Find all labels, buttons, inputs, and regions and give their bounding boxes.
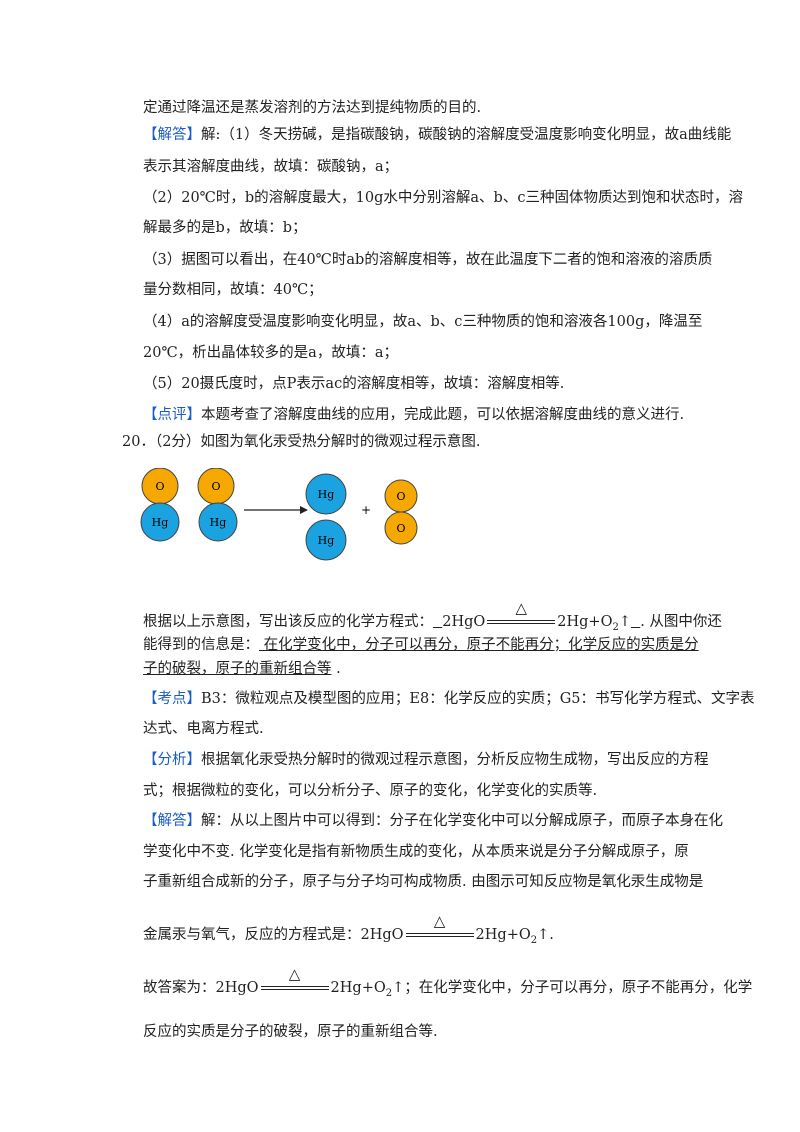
- oxygen-label: O: [396, 490, 405, 503]
- analysis-line: 【分析】根据氧化汞受热分解时的微观过程示意图，分析反应物生成物，写出反应的方程: [143, 750, 709, 770]
- question-20: 20．（2分）如图为氧化汞受热分解时的微观过程示意图.: [122, 434, 481, 450]
- solution-tag: 【解答】: [143, 813, 201, 829]
- text-line: （2）20℃时，b的溶解度最大，10g水中分别溶解a、b、c三种固体物质达到饱和…: [143, 190, 743, 206]
- mercury-atom: [305, 519, 347, 561]
- answer-tag: 【解答】: [143, 127, 201, 143]
- chemical-equation: 2HgO △ 2Hg+O2↑: [215, 965, 405, 1004]
- comment-line: 【点评】本题考查了溶解度曲线的应用，完成此题，可以依据溶解度曲线的意义进行.: [143, 405, 684, 425]
- text-line: （3）据图可以看出，在40℃时ab的溶解度相等，故在此温度下二者的饱和溶液的溶质…: [143, 252, 713, 268]
- heat-symbol: △: [515, 599, 528, 617]
- answer-line-3: 子的破裂，原子的重新组合等 .: [143, 659, 341, 679]
- text-span: . 从图中你还: [640, 614, 722, 630]
- text-span: 解：从以上图片中可以得到：分子在化学变化中可以分解成原子，而原子本身在化: [201, 813, 723, 829]
- text-line: 表示其溶解度曲线，故填：碳酸钠，a；: [143, 159, 399, 175]
- equation-right: 2Hg+O: [475, 927, 531, 943]
- equation-right: 2Hg+O: [330, 980, 386, 996]
- underlined-answer: 子的破裂，原子的重新组合等: [143, 661, 332, 677]
- mercury-label: Hg: [318, 488, 335, 501]
- oxygen-atom: [384, 511, 418, 545]
- text-span: .: [331, 661, 341, 677]
- analysis-tag: 【分析】: [143, 752, 201, 768]
- chemical-equation: 2HgO △ 2Hg+O2↑: [442, 599, 631, 638]
- text-span: ；在化学变化中，分子可以再分，原子不能再分，化学: [404, 980, 753, 996]
- gas-arrow: ↑: [618, 614, 631, 630]
- text-line: （5）20摄氏度时，点P表示ac的溶解度相等，故填：溶解度相等.: [143, 376, 565, 392]
- kaodian-line: 【考点】B3：微粒观点及模型图的应用；E8：化学反应的实质；G5：书写化学方程式…: [143, 689, 755, 709]
- text-line: （4）a的溶解度受温度影响变化明显，故a、b、c三种物质的饱和溶液各100g，降…: [143, 314, 703, 330]
- equation-right: 2Hg+O: [557, 614, 613, 630]
- mercury-atom: [305, 473, 347, 515]
- equation-bar: △: [405, 912, 474, 939]
- mercury-label: Hg: [318, 534, 335, 547]
- text-span: 能得到的信息是：: [143, 637, 259, 653]
- subscript: 2: [612, 621, 619, 633]
- text-line: 解最多的是b，故填：b；: [143, 220, 307, 236]
- text-span: 本题考查了溶解度曲线的应用，完成此题，可以依据溶解度曲线的意义进行.: [201, 407, 685, 423]
- text-span: B3：微粒观点及模型图的应用；E8：化学反应的实质；G5：书写化学方程式、文字表: [201, 691, 755, 707]
- hgo-molecule-1: O Hg: [140, 468, 180, 542]
- oxygen-label: O: [211, 480, 220, 493]
- heat-symbol: △: [433, 912, 446, 930]
- underlined-answer: 在化学变化中，分子可以再分，原子不能再分；化学反应的实质是分: [259, 637, 699, 653]
- equation-left: 2HgO: [215, 980, 259, 996]
- comment-tag: 【点评】: [143, 407, 201, 423]
- text-span: 根据氧化汞受热分解时的微观过程示意图，分析反应物生成物，写出反应的方程: [201, 752, 709, 768]
- text-line: 学变化中不变. 化学变化是指有新物质生成的变化，从本质来说是分子分解成原子，原: [143, 844, 689, 860]
- gas-arrow: ↑: [392, 980, 405, 996]
- text-line: 达式、电离方程式.: [143, 721, 264, 737]
- subscript: 2: [385, 987, 393, 999]
- answer-equation: 2HgO △ 2Hg+O2↑: [433, 599, 640, 633]
- mercury-label: Hg: [210, 516, 227, 529]
- text-span: .: [549, 927, 554, 943]
- text-span: 解:（1）冬天捞碱，是指碳酸钠，碳酸钠的溶解度受温度影响变化明显，故a曲线能: [201, 127, 732, 143]
- answer-line-2: 能得到的信息是： 在化学变化中，分子可以再分，原子不能再分；化学反应的实质是分: [143, 635, 699, 655]
- text-line: 定通过降温还是蒸发溶剂的方法达到提纯物质的目的.: [143, 100, 482, 116]
- mercury-label: Hg: [152, 516, 169, 529]
- plus-sign: +: [361, 503, 371, 517]
- subscript: 2: [530, 934, 538, 946]
- text-span: 金属汞与氧气，反应的方程式是：: [143, 927, 361, 943]
- hgo-molecule-2: O Hg: [197, 468, 238, 542]
- solution-equation-line: 金属汞与氧气，反应的方程式是：2HgO △ 2Hg+O2↑.: [143, 912, 554, 951]
- equation-bar: △: [260, 965, 329, 992]
- answer-line-1: 根据以上示意图，写出该反应的化学方程式： 2HgO △ 2Hg+O2↑ . 从图中你…: [143, 599, 722, 638]
- text-line: 20℃，析出晶体较多的是a，故填：a；: [143, 345, 398, 361]
- solution-line: 【解答】解：从以上图片中可以得到：分子在化学变化中可以分解成原子，而原子本身在化: [143, 811, 723, 831]
- mercury-atom: [140, 502, 180, 542]
- text-line: 式；根据微粒的变化，可以分析分子、原子的变化，化学变化的实质等.: [143, 783, 598, 799]
- text-span: 根据以上示意图，写出该反应的化学方程式：: [143, 614, 433, 630]
- text-span: 故答案为：: [143, 980, 216, 996]
- equation-left: 2HgO: [360, 927, 404, 943]
- oxygen-label: O: [155, 480, 164, 493]
- heat-symbol: △: [288, 965, 301, 983]
- reaction-arrow: [244, 506, 308, 514]
- final-answer-line: 故答案为：2HgO △ 2Hg+O2↑；在化学变化中，分子可以再分，原子不能再分，化…: [143, 965, 753, 1004]
- reaction-diagram: O Hg O Hg Hg Hg + O O: [140, 468, 418, 561]
- text-line: 子重新组合成新的分子，原子与分子均可构成物质. 由图示可知反应物是氧化汞生成物是: [143, 874, 704, 890]
- answer-paragraph-line: 【解答】解:（1）冬天捞碱，是指碳酸钠，碳酸钠的溶解度受温度影响变化明显，故a曲…: [143, 125, 731, 145]
- equation-left: 2HgO: [442, 614, 486, 630]
- text-line: 反应的实质是分子的破裂，原子的重新组合等.: [143, 1024, 438, 1040]
- kaodian-tag: 【考点】: [143, 691, 201, 707]
- gas-arrow: ↑: [537, 927, 550, 943]
- oxygen-label: O: [396, 522, 405, 535]
- text-line: 量分数相同，故填：40℃；: [143, 282, 323, 298]
- mercury-atom: [198, 502, 238, 542]
- equation-bar: △: [487, 599, 556, 626]
- chemical-equation: 2HgO △ 2Hg+O2↑: [360, 912, 550, 951]
